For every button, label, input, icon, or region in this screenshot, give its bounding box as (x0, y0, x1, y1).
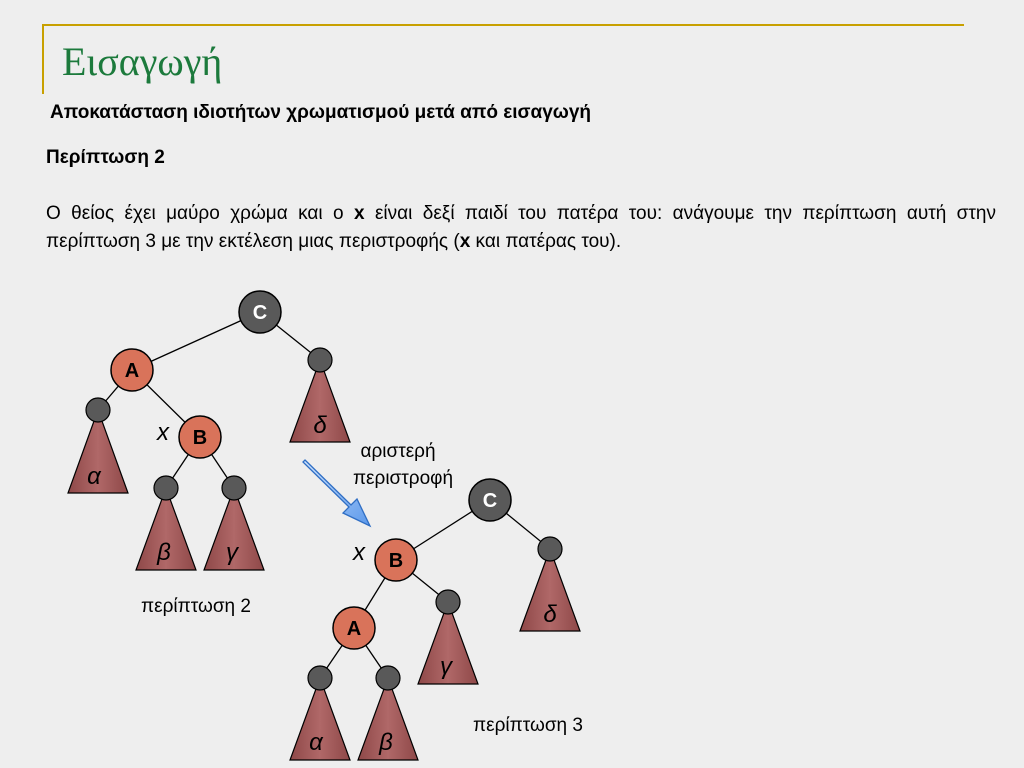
paragraph-text-2: είναι δεξί παιδί του πατέρα του: ανάγουμ… (46, 203, 996, 252)
label-beta-after: β (378, 729, 393, 756)
paragraph-x-2: x (459, 231, 471, 252)
node-c-after: C (468, 478, 512, 522)
label-delta: δ (313, 412, 327, 439)
subtree-alpha-after: α (289, 665, 351, 761)
node-c-label: C (253, 302, 267, 324)
node-a-label: A (125, 360, 139, 382)
title-accent-bar (42, 24, 44, 94)
label-alpha-after: α (309, 729, 324, 756)
rotation-label-line1: αριστερή (360, 441, 435, 462)
subtree-delta: δ (289, 347, 351, 443)
node-b-label: B (193, 427, 207, 449)
arrow-icon (302, 459, 372, 528)
node-c-after-label: C (483, 490, 497, 512)
rotation-arrow: αριστερή περιστροφή (302, 441, 453, 528)
subtree-gamma: γ (203, 475, 265, 571)
x-marker-after: x (352, 539, 366, 566)
node-b-before: B (178, 415, 222, 459)
label-gamma-after: γ (440, 653, 454, 680)
case-heading: Περίπτωση 2 (46, 147, 165, 168)
subtree-delta-after: δ (519, 536, 581, 632)
label-delta-after: δ (543, 601, 557, 628)
node-c-before: C (238, 290, 282, 334)
caption-case-2: περίπτωση 2 (141, 596, 251, 617)
x-marker-before: x (156, 419, 170, 446)
subtree-beta-after: β (357, 665, 419, 761)
tree-before: α β γ δ C A B x περίπτωση (67, 290, 351, 617)
subtree-beta: β (135, 475, 197, 571)
label-beta: β (156, 539, 171, 566)
subtree-gamma-after: γ (417, 589, 479, 685)
edge-c-a (131, 311, 261, 371)
caption-case-3: περίπτωση 3 (473, 715, 583, 736)
paragraph-text-3: και πατέρας του). (470, 231, 622, 252)
node-a-before: A (110, 348, 154, 392)
description-paragraph: Ο θείος έχει μαύρο χρώμα και ο x είναι δ… (46, 200, 996, 256)
label-alpha: α (87, 463, 102, 490)
node-a-after-label: A (347, 618, 361, 640)
edges-before (97, 311, 321, 489)
node-a-after: A (332, 606, 376, 650)
slide-title: Εισαγωγή (62, 39, 223, 84)
rotation-label-line2: περιστροφή (353, 468, 453, 489)
node-b-after-label: B (389, 550, 403, 572)
paragraph-text-1: Ο θείος έχει μαύρο χρώμα και ο (46, 203, 354, 224)
title-accent-line (42, 24, 964, 26)
label-gamma: γ (226, 539, 240, 566)
paragraph-x-1: x (353, 203, 365, 224)
slide-subtitle: Αποκατάσταση ιδιοτήτων χρωματισμού μετά … (50, 102, 592, 123)
node-b-after: B (374, 538, 418, 582)
subtree-alpha: α (67, 397, 129, 494)
tree-after: α β γ δ C B A x περίπτωση (289, 478, 583, 761)
